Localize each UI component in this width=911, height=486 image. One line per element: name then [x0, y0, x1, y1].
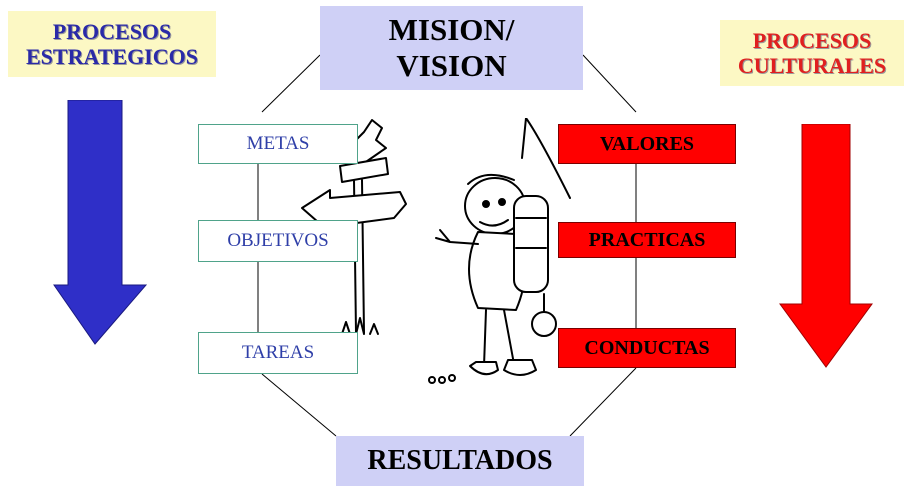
blue-down-arrow-icon: [53, 100, 148, 345]
cultural-header-line1: PROCESOS: [752, 27, 872, 53]
cultural-processes-header: PROCESOS CULTURALES: [720, 20, 904, 86]
goals-box: METAS: [198, 124, 358, 164]
mission-vision-line2: VISION: [396, 48, 507, 83]
red-down-arrow-icon: [779, 124, 873, 368]
tasks-box: TAREAS: [198, 332, 358, 374]
practices-box: PRACTICAS: [558, 222, 736, 258]
strategic-header-line2: ESTRATEGICOS: [26, 44, 198, 69]
values-box: VALORES: [558, 124, 736, 164]
mission-vision-box: MISION/ VISION: [320, 6, 583, 90]
objectives-box: OBJETIVOS: [198, 220, 358, 262]
mission-vision-line1: MISION/: [388, 12, 515, 48]
conducts-box: CONDUCTAS: [558, 328, 736, 368]
strategic-processes-header: PROCESOS ESTRATEGICOS: [8, 11, 216, 77]
results-box: RESULTADOS: [336, 436, 584, 486]
cultural-header-line2: CULTURALES: [737, 53, 887, 78]
strategic-header-line1: PROCESOS: [52, 18, 172, 44]
